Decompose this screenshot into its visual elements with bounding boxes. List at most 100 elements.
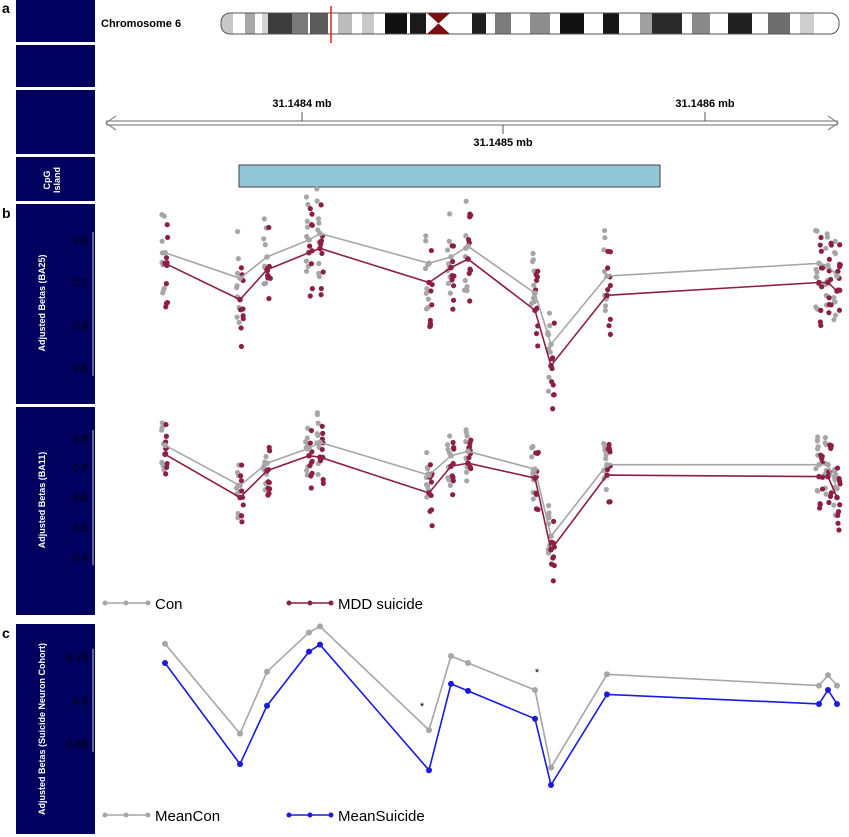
data-point: [607, 249, 614, 255]
data-point: [307, 206, 313, 212]
data-point: [836, 307, 843, 313]
data-point: [448, 680, 454, 687]
sidebar-block-axis: [16, 90, 95, 154]
y-tick-label: 0.7: [73, 278, 88, 290]
data-point: [319, 423, 325, 429]
data-point: [319, 250, 325, 257]
series-line: [164, 453, 838, 552]
data-point: [307, 440, 313, 446]
data-point: [426, 472, 432, 478]
data-point: [834, 465, 841, 471]
panel-label-c: c: [2, 625, 10, 641]
data-point: [550, 518, 557, 525]
data-point: [428, 247, 434, 254]
chromosome-ideogram: [221, 13, 839, 34]
data-point: [239, 462, 245, 468]
data-point: [837, 481, 843, 487]
data-point: [162, 442, 168, 449]
data-point: [836, 476, 842, 482]
data-point: [607, 282, 613, 289]
data-point: [266, 295, 272, 302]
data-point: [164, 234, 171, 241]
data-point: [826, 295, 832, 301]
y-tick-label: 0.75: [67, 652, 88, 664]
axis-tick-label: 31.1484 mb: [272, 98, 332, 110]
data-point: [816, 505, 823, 511]
sidebar-block-chromosome: [16, 0, 95, 42]
data-point: [163, 281, 169, 287]
data-point: [238, 478, 244, 484]
data-point: [308, 427, 315, 434]
data-point: [238, 343, 245, 350]
axis-left-arrow-icon: [104, 115, 117, 131]
data-point: [449, 277, 455, 283]
data-point: [264, 702, 270, 709]
data-point: [318, 202, 324, 208]
data-point: [320, 269, 326, 275]
data-point: [835, 512, 841, 519]
data-point: [317, 454, 323, 461]
data-point: [162, 451, 168, 458]
genome-axis: 31.1484 mb 31.1486 mb 31.1485 mb: [104, 98, 840, 149]
cpg-label-line2: Island: [52, 167, 62, 193]
data-point: [445, 247, 451, 253]
legend-mdd-marker: [307, 600, 313, 606]
chart-neuron: 0.650.70.75**: [67, 623, 840, 789]
data-point: [530, 250, 536, 257]
data-point: [447, 290, 453, 296]
panel-label-a: a: [2, 0, 10, 16]
data-point: [546, 374, 552, 380]
data-point: [816, 461, 822, 468]
data-point: [819, 265, 825, 271]
legend-meancon-marker: [145, 812, 151, 818]
data-point: [607, 316, 613, 322]
data-point: [163, 421, 169, 428]
data-point: [316, 260, 322, 267]
data-point: [607, 331, 613, 338]
data-point: [548, 764, 554, 771]
legend-con-marker: [145, 600, 151, 606]
data-point: [607, 449, 613, 455]
data-point: [465, 448, 471, 455]
data-point: [424, 494, 430, 500]
data-point: [550, 392, 557, 398]
data-point: [239, 488, 245, 494]
legend-meansuicide-marker: [328, 812, 334, 818]
data-point: [546, 503, 552, 509]
data-point: [546, 515, 552, 521]
data-point: [317, 245, 323, 252]
ylabel-ba11: Adjusted Betas (BA11): [37, 452, 47, 549]
data-point: [450, 492, 456, 498]
data-point: [447, 482, 453, 488]
data-point: [317, 230, 323, 237]
data-point: [465, 256, 471, 262]
data-point: [449, 473, 455, 479]
data-point: [603, 452, 609, 458]
data-point: [261, 216, 267, 222]
data-point: [831, 295, 837, 301]
data-point: [317, 641, 323, 648]
data-point: [303, 194, 310, 200]
data-point: [463, 233, 469, 239]
significance-annotation: *: [535, 667, 540, 679]
data-point: [307, 293, 313, 299]
data-point: [303, 268, 310, 274]
data-point: [837, 242, 843, 248]
data-point: [305, 201, 311, 208]
data-point: [604, 671, 610, 678]
data-point: [428, 288, 434, 294]
data-point: [261, 236, 267, 242]
data-point: [468, 212, 474, 218]
data-point: [813, 466, 819, 472]
data-point: [530, 496, 536, 502]
data-point: [463, 429, 469, 435]
data-point: [818, 307, 824, 313]
data-point: [463, 198, 469, 204]
data-point: [601, 268, 608, 275]
data-point: [605, 265, 611, 271]
data-point: [320, 430, 326, 436]
data-point: [465, 687, 471, 694]
data-point: [824, 231, 830, 237]
y-tick-label: 0.7: [73, 463, 88, 475]
ylabel-neuron: Adjusted Betas (Suicide Neuron Cohort): [37, 643, 47, 815]
